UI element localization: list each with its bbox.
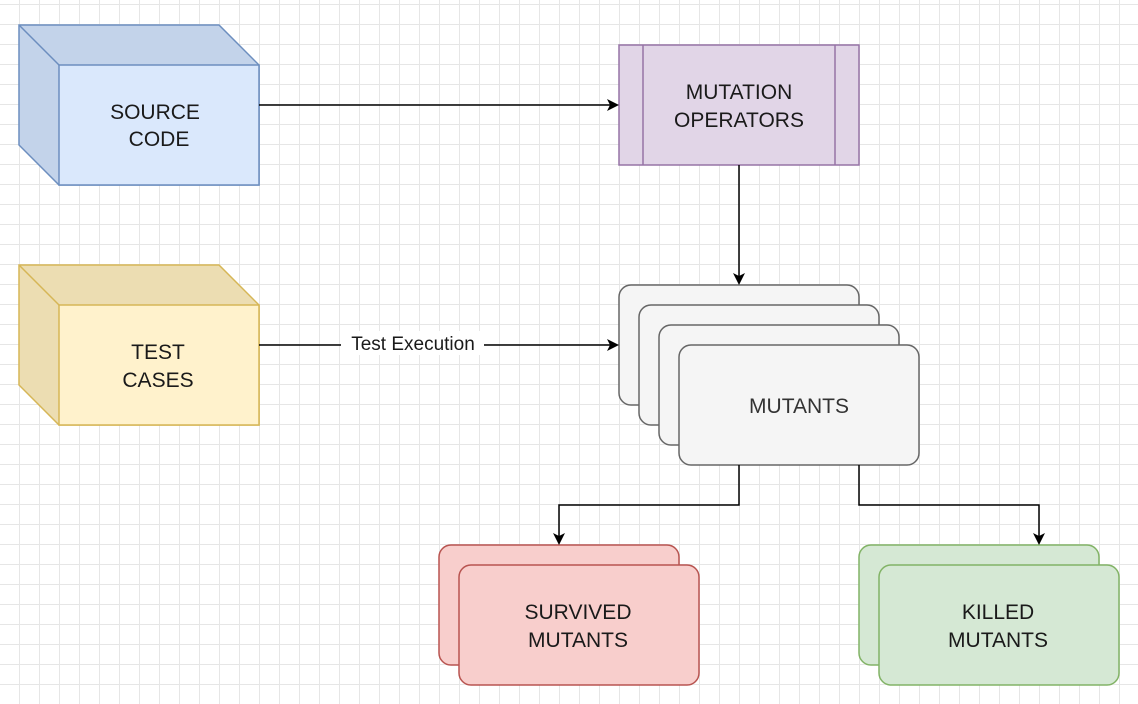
source-code-front-face: [58, 64, 260, 186]
killed-mutants-label-line1: KILLED: [962, 601, 1034, 624]
mutation-operators-box: [618, 44, 860, 166]
test-cases-edge: [18, 264, 60, 306]
source-code-edge: [18, 24, 60, 66]
test-cases-node[interactable]: TEST CASES: [18, 264, 260, 426]
mutants-label: MUTANTS: [749, 395, 849, 418]
test-cases-front-face: [58, 304, 260, 426]
mutants-node[interactable]: MUTANTS: [618, 284, 920, 466]
mutation-operators-label-line1: MUTATION: [686, 81, 793, 104]
survived-mutants-label-line1: SURVIVED: [525, 601, 632, 624]
source-code-label-line1: SOURCE: [110, 101, 200, 124]
mutants-front-card: [678, 344, 920, 466]
survived-mutants-node[interactable]: SURVIVED MUTANTS: [438, 544, 700, 686]
source-code-label-line2: CODE: [129, 128, 190, 151]
edge-label-background: [341, 331, 484, 355]
edge-mutants-to-survived[interactable]: [553, 465, 740, 545]
edges: Test Execution: [259, 99, 1045, 545]
killed-mutants-front-card: [878, 564, 1120, 686]
test-execution-edge-label: Test Execution: [351, 334, 475, 355]
mutation-operators-node[interactable]: MUTATION OPERATORS: [618, 44, 860, 166]
killed-mutants-label-line2: MUTANTS: [948, 629, 1048, 652]
source-code-node[interactable]: SOURCE CODE: [18, 24, 260, 186]
test-cases-label-line1: TEST: [131, 341, 185, 364]
survived-mutants-front-card: [458, 564, 700, 686]
survived-mutants-label-line2: MUTANTS: [528, 629, 628, 652]
mutation-operators-label-line2: OPERATORS: [674, 109, 804, 132]
edge-mutants-to-killed[interactable]: [858, 465, 1045, 545]
killed-mutants-node[interactable]: KILLED MUTANTS: [858, 544, 1120, 686]
test-cases-label-line2: CASES: [122, 369, 193, 392]
